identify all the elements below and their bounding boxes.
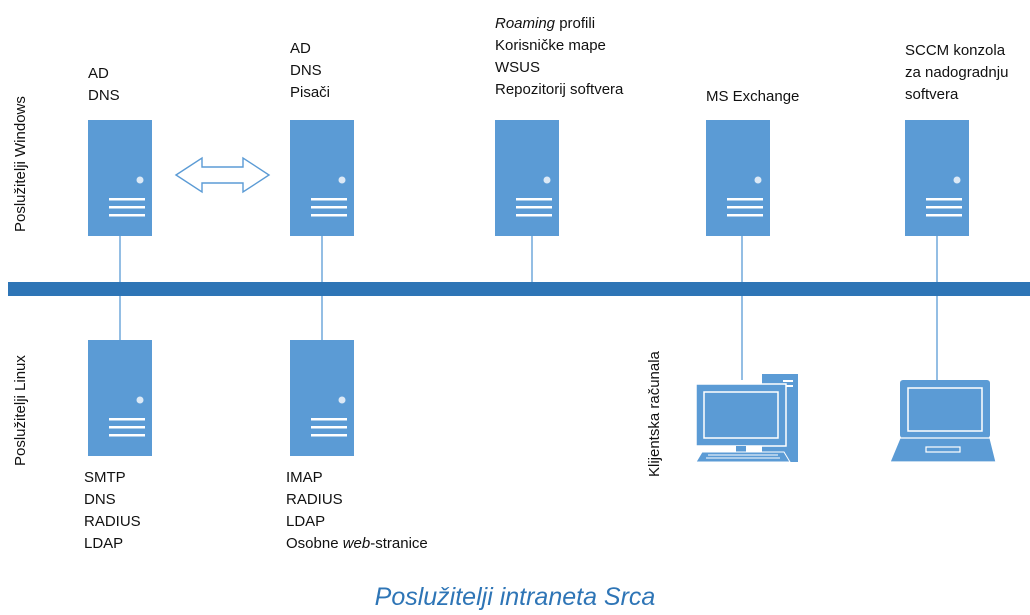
label-line: Pisači [290, 84, 331, 101]
label-plain-part: Osobne [286, 535, 343, 552]
server-icon [290, 120, 354, 236]
win-server-3-label: Roaming profili Korisničke mape WSUS Rep… [495, 13, 623, 101]
label-line: SMTP [84, 469, 126, 486]
label-line: MS Exchange [706, 88, 800, 105]
label-line: Osobne web-stranice [286, 533, 428, 555]
label-line: LDAP [286, 513, 326, 530]
label-line: RADIUS [286, 491, 343, 508]
server-icon [88, 120, 152, 236]
label-line: Roaming profili [495, 13, 623, 35]
label-line: za nadogradnju [905, 64, 1009, 81]
label-line: DNS [84, 491, 116, 508]
label-line: WSUS [495, 59, 540, 76]
win-server-4-label: MS Exchange [706, 86, 799, 108]
label-plain-part: -stranice [370, 535, 428, 552]
label-line: DNS [290, 62, 322, 79]
win-server-1-label: AD DNS [88, 63, 120, 107]
label-line: softvera [905, 86, 959, 103]
label-line: AD [290, 40, 311, 57]
network-bus [8, 282, 1030, 296]
server-icon [290, 340, 354, 456]
label-line: IMAP [286, 469, 323, 486]
linux-server-2-label: IMAP RADIUS LDAP Osobne web-stranice [286, 467, 428, 555]
label-line: Repozitorij softvera [495, 81, 624, 98]
client-computers-label: Klijentska računala [646, 351, 663, 477]
windows-servers-label: Poslužitelji Windows [12, 96, 29, 232]
diagram-caption: Poslužitelji intraneta Srca [374, 583, 656, 611]
label-line: AD [88, 65, 109, 82]
server-icon [905, 120, 969, 236]
label-line: SCCM konzola [905, 42, 1006, 59]
label-italic-part: Roaming [495, 15, 556, 32]
connection-lines [119, 236, 938, 380]
label-plain-part: profili [555, 15, 596, 32]
desktop-computer-icon [695, 374, 798, 463]
label-line: Korisničke mape [495, 37, 606, 54]
server-icon [706, 120, 770, 236]
linux-servers-label: Poslužitelji Linux [12, 355, 29, 466]
label-line: RADIUS [84, 513, 141, 530]
win-server-5-label: SCCM konzola za nadogradnju softvera [905, 40, 1008, 106]
double-arrow-icon [174, 156, 271, 194]
win-server-2-label: AD DNS Pisači [290, 38, 330, 104]
laptop-icon [889, 380, 997, 463]
label-line: LDAP [84, 535, 124, 552]
linux-server-1-label: SMTP DNS RADIUS LDAP [84, 467, 141, 555]
server-icon [88, 340, 152, 456]
server-icon [495, 120, 559, 236]
label-italic-part: web [342, 535, 371, 552]
label-line: DNS [88, 87, 120, 104]
